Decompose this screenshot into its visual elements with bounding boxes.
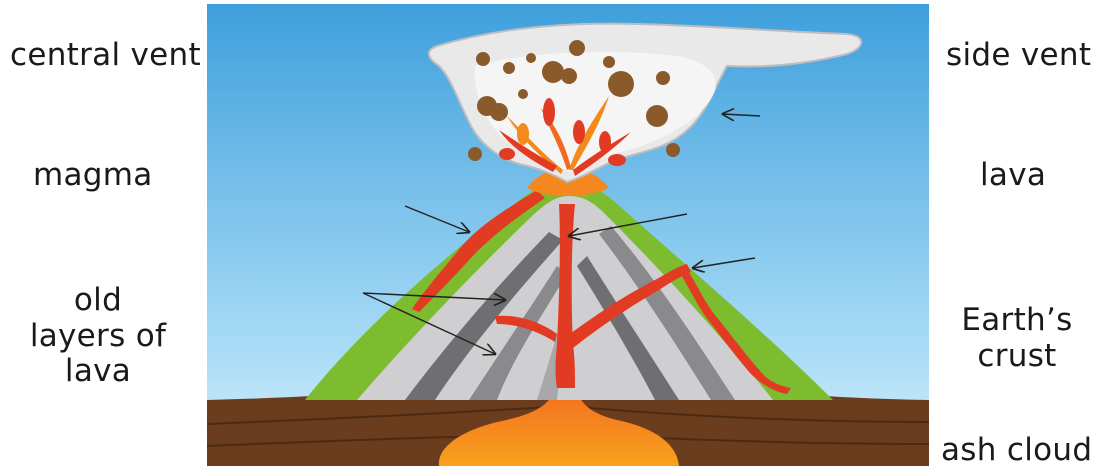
rock xyxy=(526,53,536,63)
lava-bomb xyxy=(608,154,626,166)
rock xyxy=(569,40,585,56)
label-earths-crust: Earth’s crust xyxy=(942,303,1092,374)
rock xyxy=(656,71,670,85)
label-central-vent: central vent xyxy=(10,38,201,74)
rock xyxy=(476,52,490,66)
label-magma: magma xyxy=(33,158,153,194)
rock xyxy=(646,105,668,127)
label-side-vent: side vent xyxy=(946,38,1091,74)
lava-bomb xyxy=(543,98,555,126)
lava-bomb xyxy=(499,148,515,160)
rock xyxy=(561,68,577,84)
rock xyxy=(468,147,482,161)
rock xyxy=(603,56,615,68)
label-old-layers-line1: old xyxy=(18,283,178,319)
volcano-diagram xyxy=(207,4,929,466)
label-lava: lava xyxy=(980,158,1046,194)
rock xyxy=(490,103,508,121)
label-old-layers-line2: layers of xyxy=(18,319,178,355)
label-earths-crust-line2: crust xyxy=(942,339,1092,375)
rock xyxy=(542,61,564,83)
lava-bomb xyxy=(517,123,529,145)
label-old-layers-line3: lava xyxy=(18,354,178,390)
label-old-layers-of-lava: old layers of lava xyxy=(18,283,178,390)
label-earths-crust-line1: Earth’s xyxy=(942,303,1092,339)
rock xyxy=(608,71,634,97)
rock xyxy=(666,143,680,157)
lava-bomb xyxy=(573,120,585,144)
rock xyxy=(503,62,515,74)
lava-bomb xyxy=(599,131,611,153)
rock xyxy=(518,89,528,99)
label-ash-cloud: ash cloud xyxy=(941,433,1092,469)
